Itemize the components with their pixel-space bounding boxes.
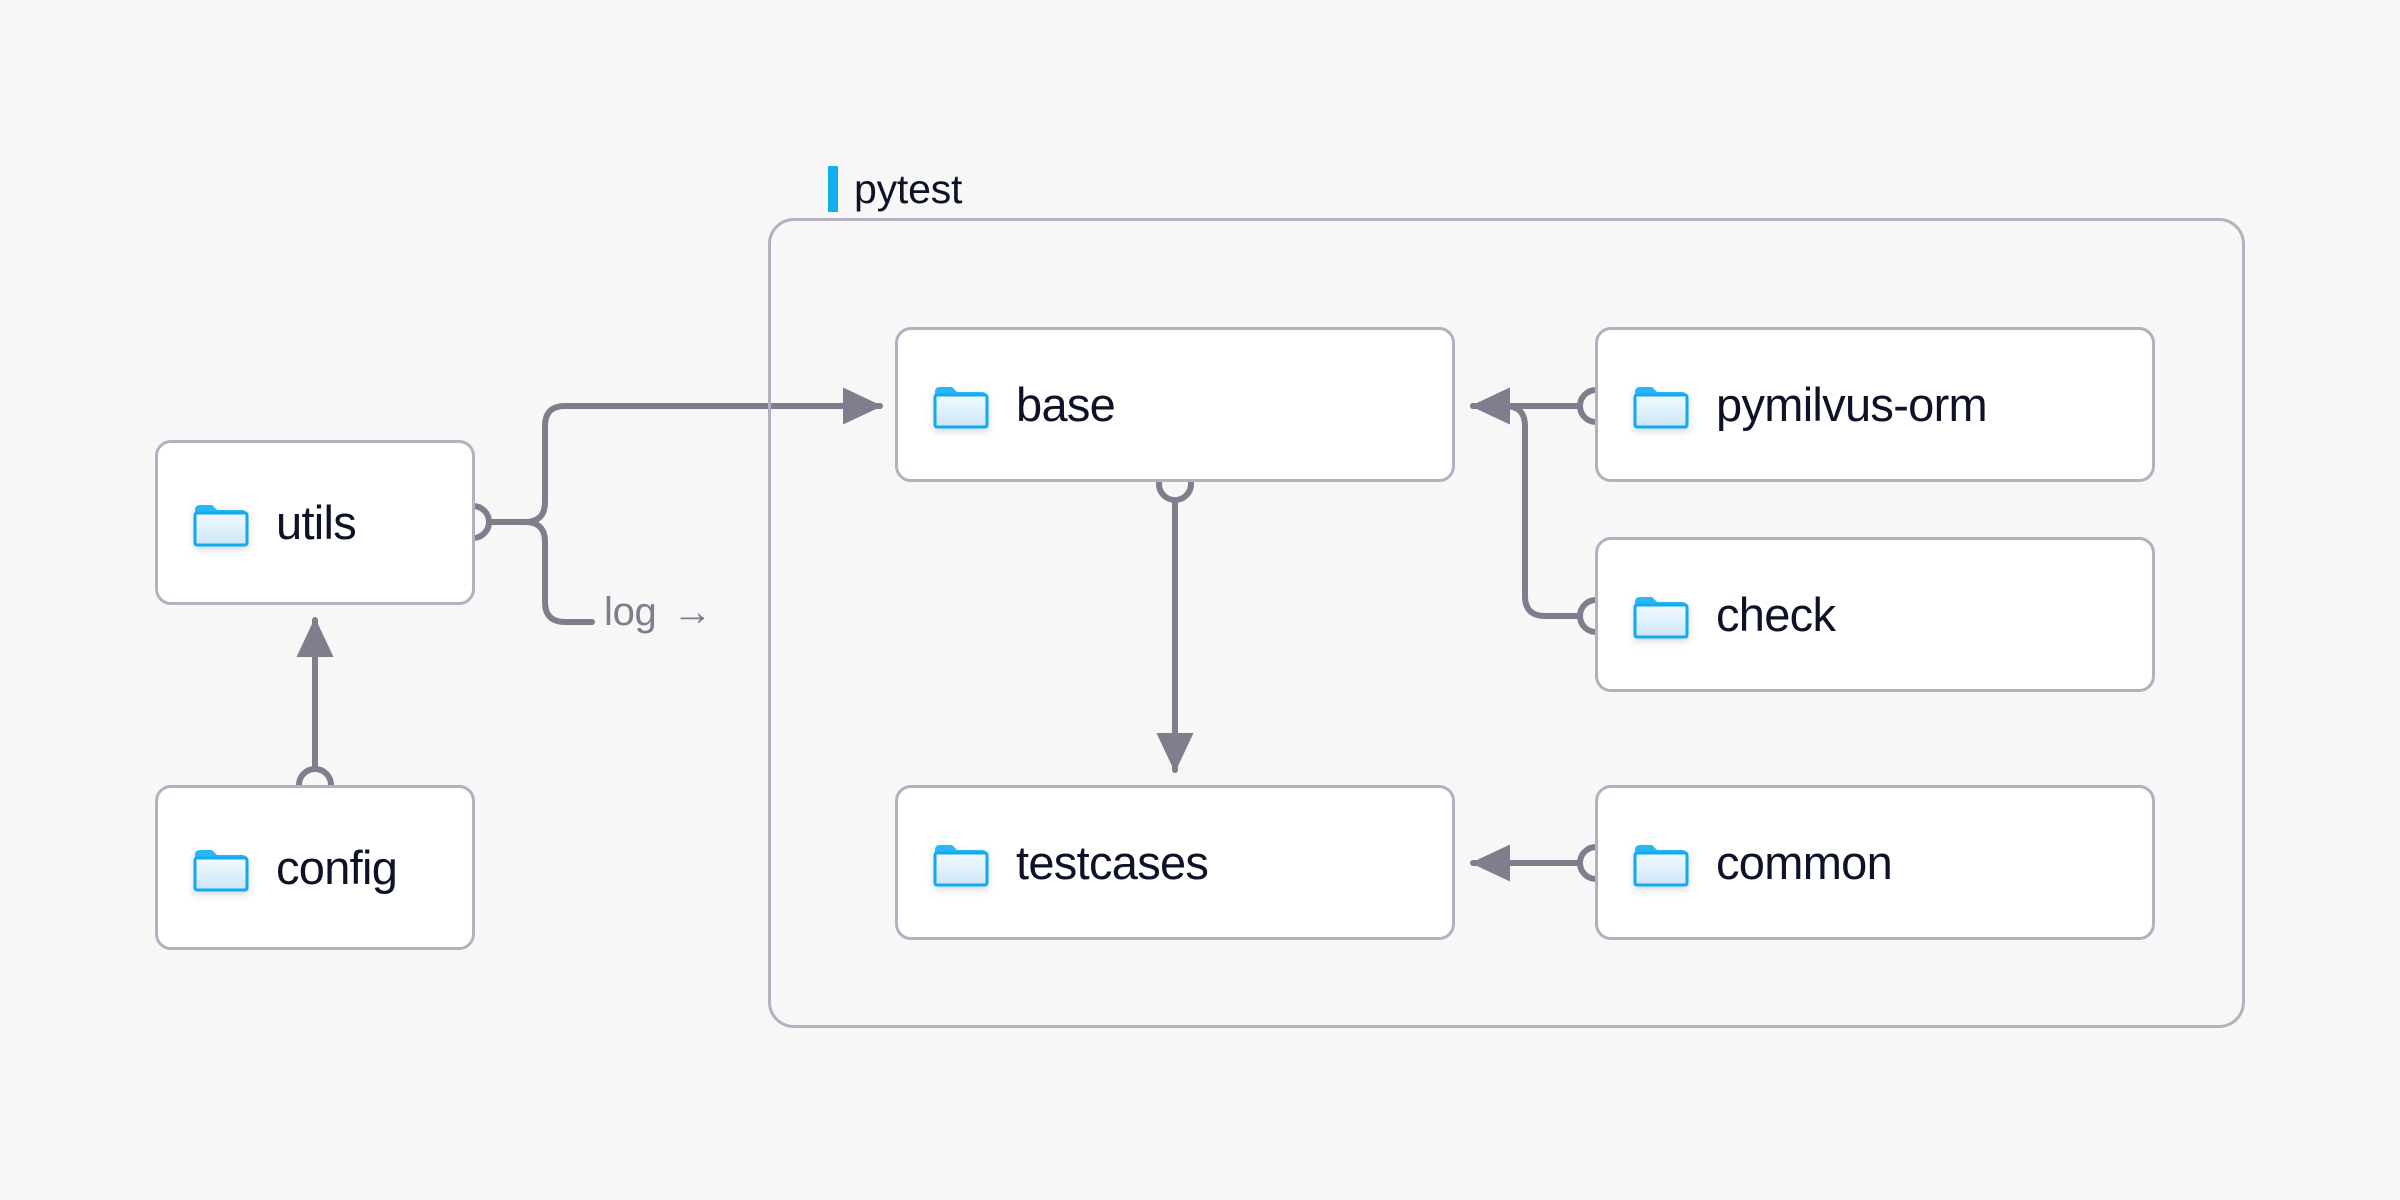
folder-icon <box>933 386 989 428</box>
pytest-group-label: pytest <box>818 160 977 218</box>
folder-icon <box>933 844 989 886</box>
folder-icon <box>193 504 249 546</box>
node-common[interactable]: common <box>1595 785 2155 940</box>
folder-icon <box>1633 386 1689 428</box>
edge-label-log: log → <box>604 592 712 632</box>
folder-icon <box>193 849 249 891</box>
node-pymilvus-orm[interactable]: pymilvus-orm <box>1595 327 2155 482</box>
group-accent-bar <box>828 166 838 212</box>
folder-icon <box>1633 596 1689 638</box>
node-label-common: common <box>1716 836 1893 889</box>
node-label-config: config <box>276 841 398 894</box>
node-base[interactable]: base <box>895 327 1455 482</box>
node-label-base: base <box>1016 378 1116 431</box>
node-config[interactable]: config <box>155 785 475 950</box>
arrow-right-icon: → <box>672 590 713 634</box>
node-label-check: check <box>1716 588 1836 641</box>
node-label-testcases: testcases <box>1016 836 1209 889</box>
node-label-pymilvus-orm: pymilvus-orm <box>1716 378 1988 431</box>
group-label-text: pytest <box>854 165 963 212</box>
edge-label-log-text: log <box>604 590 657 634</box>
folder-icon <box>1633 844 1689 886</box>
node-check[interactable]: check <box>1595 537 2155 692</box>
pytest-group-container[interactable] <box>768 218 2245 1028</box>
node-utils[interactable]: utils <box>155 440 475 605</box>
node-label-utils: utils <box>276 496 357 549</box>
node-testcases[interactable]: testcases <box>895 785 1455 940</box>
edge-utils-to-log <box>470 519 595 625</box>
